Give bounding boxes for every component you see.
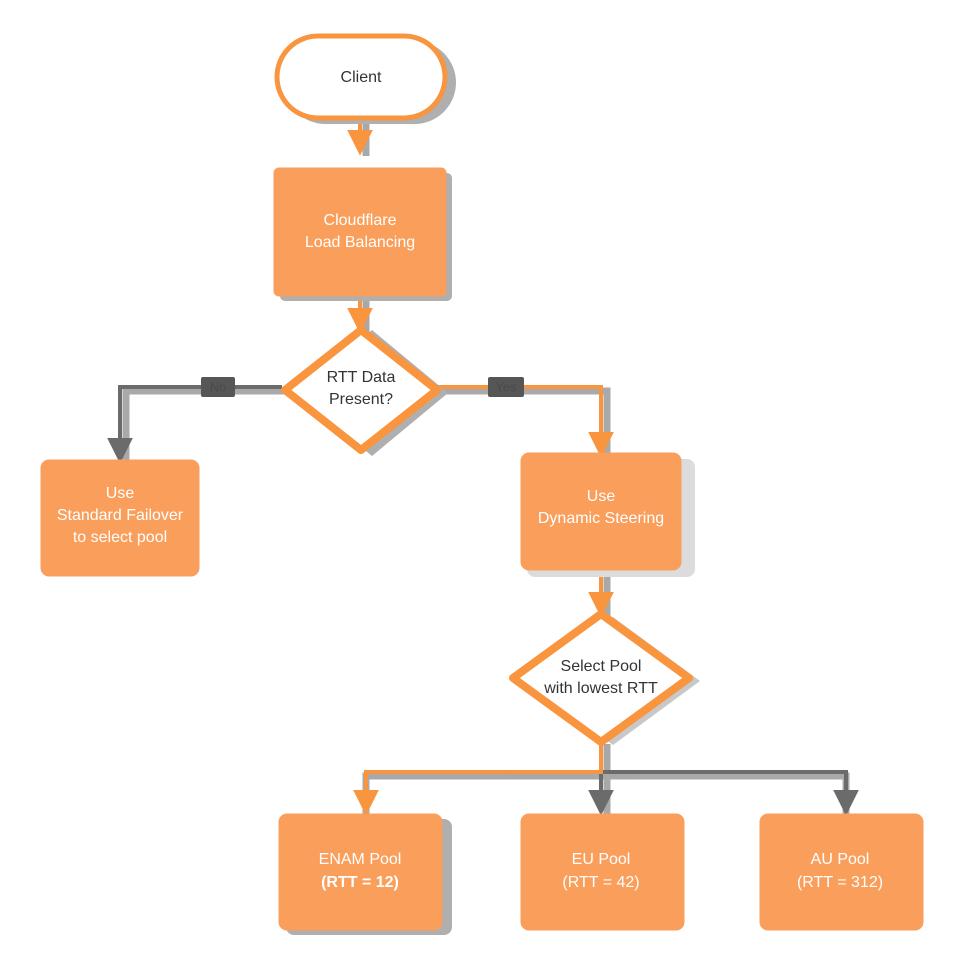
node-au-pool[interactable]: AU Pool (RTT = 312)	[759, 813, 924, 931]
au-pool-node-shape	[759, 813, 924, 931]
client-node-shape	[274, 33, 448, 121]
standard-failover-node-line-3: to select pool	[73, 529, 167, 546]
load-balancing-node-shape	[273, 167, 447, 297]
eu-pool-node-line-2: (RTT = 42)	[562, 874, 639, 891]
enam-pool-node-shape	[278, 813, 443, 931]
edge-shadow-select-au	[607, 772, 850, 816]
edge-label-no: No	[210, 379, 227, 394]
select-pool-node-shape	[509, 610, 693, 746]
node-select-pool-lowest-rtt[interactable]: Select Pool with lowest RTT	[509, 610, 693, 746]
rtt-decision-node-shape	[281, 326, 441, 454]
rtt-decision-node-line-1: RTT Data	[327, 369, 396, 386]
eu-pool-node-shape	[520, 813, 685, 931]
dynamic-steering-node-line-2: Dynamic Steering	[538, 510, 664, 527]
node-standard-failover[interactable]: Use Standard Failover to select pool	[40, 459, 200, 577]
dynamic-steering-node-line-1: Use	[587, 488, 616, 505]
edge-shadow-decision-steering	[440, 387, 611, 458]
edge-shadow-layer	[122, 122, 850, 816]
node-dynamic-steering[interactable]: Use Dynamic Steering	[520, 452, 682, 571]
client-node-label: Client	[341, 69, 382, 86]
enam-pool-node-line-2: (RTT = 12)	[321, 874, 399, 891]
load-balancing-node-line-1: Cloudflare	[324, 212, 397, 229]
edge-shadow-select-enam	[362, 744, 611, 816]
dynamic-steering-node-shape	[520, 452, 682, 571]
standard-failover-node-shape	[40, 459, 200, 577]
load-balancing-node-line-2: Load Balancing	[305, 234, 415, 251]
standard-failover-node-line-2: Standard Failover	[57, 507, 184, 524]
edge-rtt-decision-to-standard-failover	[107, 385, 282, 464]
standard-failover-node-line-1: Use	[106, 485, 135, 502]
edge-label-layer: No Yes	[201, 377, 524, 397]
au-pool-node-line-1: AU Pool	[811, 851, 870, 868]
edge-shadow-decision-failover	[122, 387, 286, 464]
edge-label-no-background	[201, 377, 235, 397]
node-rtt-data-present[interactable]: RTT Data Present?	[281, 326, 441, 454]
au-pool-node-line-2: (RTT = 312)	[797, 874, 883, 891]
node-eu-pool[interactable]: EU Pool (RTT = 42)	[520, 813, 685, 931]
select-pool-node-line-1: Select Pool	[561, 658, 642, 675]
rtt-decision-node-line-2: Present?	[329, 391, 393, 408]
node-cloudflare-load-balancing[interactable]: Cloudflare Load Balancing	[273, 167, 447, 297]
edge-select-pool-to-enam-pool	[353, 740, 603, 816]
eu-pool-node-line-1: EU Pool	[572, 851, 631, 868]
node-enam-pool[interactable]: ENAM Pool (RTT = 12)	[278, 813, 443, 931]
select-pool-node-line-2: with lowest RTT	[543, 680, 658, 697]
edge-rtt-decision-to-dynamic-steering	[436, 385, 614, 458]
edge-layer	[107, 118, 859, 816]
node-client[interactable]: Client	[274, 33, 448, 121]
edge-label-yes: Yes	[495, 379, 517, 394]
edge-label-yes-background	[488, 377, 524, 397]
enam-pool-node-line-1: ENAM Pool	[319, 851, 402, 868]
